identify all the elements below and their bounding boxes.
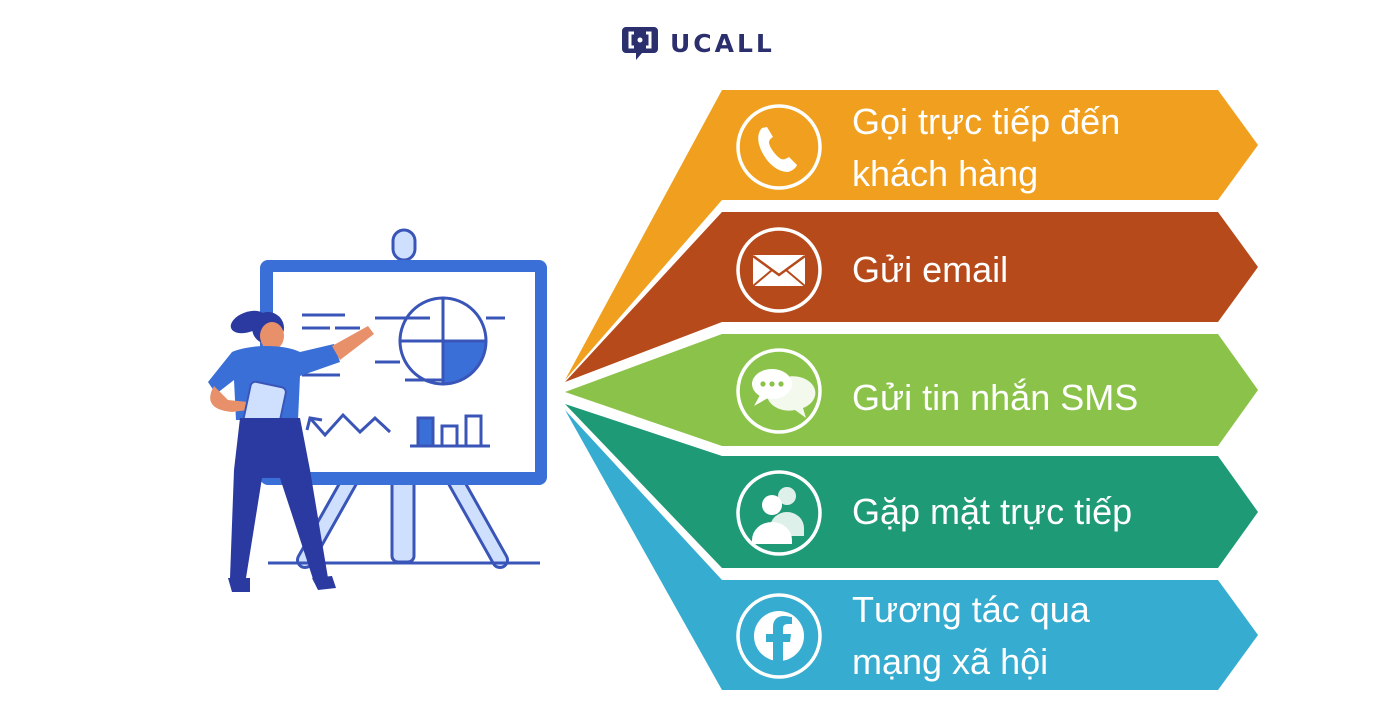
wedge-email bbox=[565, 212, 722, 382]
channel-label-phone: Gọi trực tiếp đến khách hàng bbox=[852, 101, 1121, 194]
wedge-sms bbox=[565, 334, 722, 446]
channel-label-meeting: Gặp mặt trực tiếp bbox=[852, 491, 1133, 532]
facebook-icon bbox=[736, 593, 822, 679]
arrow-social bbox=[722, 580, 1258, 690]
phone-icon bbox=[736, 104, 822, 190]
wedge-meeting bbox=[565, 404, 722, 568]
arrow-phone bbox=[722, 90, 1258, 200]
woman-presenting-whiteboard-illustration bbox=[208, 228, 547, 592]
wedge-social bbox=[565, 410, 722, 690]
channel-label-sms: Gửi tin nhắn SMS bbox=[852, 377, 1139, 418]
chat-bubbles-icon bbox=[736, 348, 822, 434]
arrow-meeting bbox=[722, 456, 1258, 568]
people-icon bbox=[736, 470, 822, 556]
wedge-phone bbox=[565, 90, 722, 380]
ucall-logo-icon bbox=[622, 27, 658, 60]
ucall-logo: UCALL bbox=[620, 22, 775, 64]
channel-label-social: Tương tác qua mạng xã hội bbox=[852, 589, 1090, 682]
envelope-icon bbox=[736, 227, 822, 313]
logo-text: UCALL bbox=[670, 28, 775, 58]
arrow-email bbox=[722, 212, 1258, 322]
channel-label-email: Gửi email bbox=[852, 249, 1009, 290]
arrow-sms bbox=[722, 334, 1258, 446]
